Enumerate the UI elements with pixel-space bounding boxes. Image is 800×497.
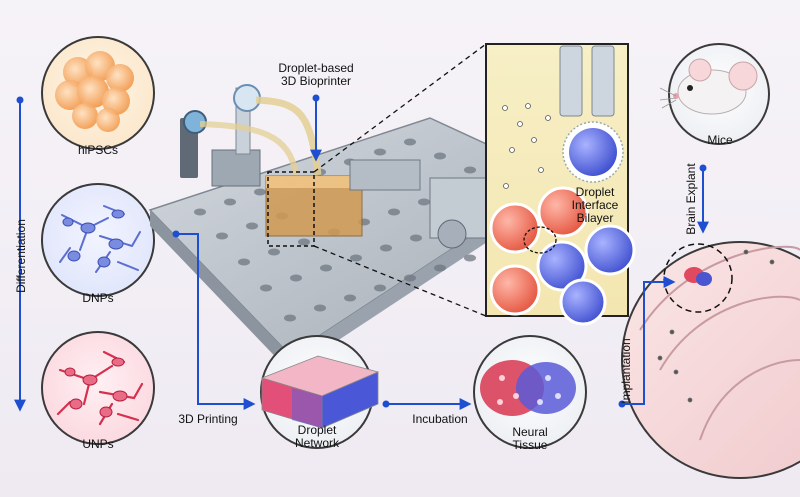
tissue-label-line2: Tissue — [512, 438, 548, 452]
neural-tissue-circle — [473, 335, 587, 449]
droplet-label-line3: Bilayer — [576, 211, 614, 225]
droplet-array — [489, 186, 636, 326]
zoom-connector-lines — [313, 43, 487, 317]
bilayer-highlight — [523, 226, 557, 254]
tissue-block — [480, 360, 576, 416]
implant-zoom-circle — [663, 243, 733, 313]
hipscs-circle — [41, 36, 155, 150]
droplet-label-line1: Droplet — [575, 185, 615, 199]
single-droplet — [562, 121, 624, 183]
printer-label-line2: 3D Bioprinter — [280, 74, 352, 88]
implantation-arrow — [618, 276, 676, 408]
mouse-illustration — [659, 58, 758, 115]
network-label-line1: Droplet — [297, 423, 337, 437]
print-region-highlight — [267, 171, 315, 247]
implant-site — [684, 267, 712, 286]
dnps-label: DNPs — [82, 291, 114, 305]
incubation-label: Incubation — [412, 412, 468, 426]
droplet-label-line2: Interface — [571, 198, 619, 212]
mice-circle — [659, 43, 770, 145]
unps-label: UNPs — [82, 437, 114, 451]
brain-explant-label: Brain Explant — [684, 163, 698, 235]
brain-section — [621, 241, 800, 479]
printer-label-pointer — [310, 94, 322, 162]
dnps-circle — [41, 183, 155, 297]
nozzle-tubes — [559, 45, 615, 117]
differentiation-arrow — [14, 96, 26, 412]
printer-label-line1: Droplet-based — [278, 61, 354, 75]
brain-explant-arrow — [697, 164, 709, 234]
network-block — [260, 355, 380, 429]
network-label-line2: Network — [294, 436, 339, 450]
implantation-label: Implantation — [619, 338, 633, 404]
incubation-arrow — [382, 398, 472, 410]
droplet-interface-panel — [485, 43, 636, 326]
printing-label: 3D Printing — [178, 412, 238, 426]
mice-label: Mice — [707, 133, 733, 147]
droplet-network-circle — [260, 335, 380, 449]
hipscs-label: hiPSCs — [77, 143, 118, 157]
tissue-label-line1: Neural — [512, 425, 548, 439]
lipid-molecules — [502, 103, 551, 189]
hipsc-colony — [55, 51, 134, 132]
unps-circle — [41, 331, 155, 445]
differentiation-label: Differentiation — [14, 219, 28, 293]
printing-arrow — [172, 230, 256, 410]
